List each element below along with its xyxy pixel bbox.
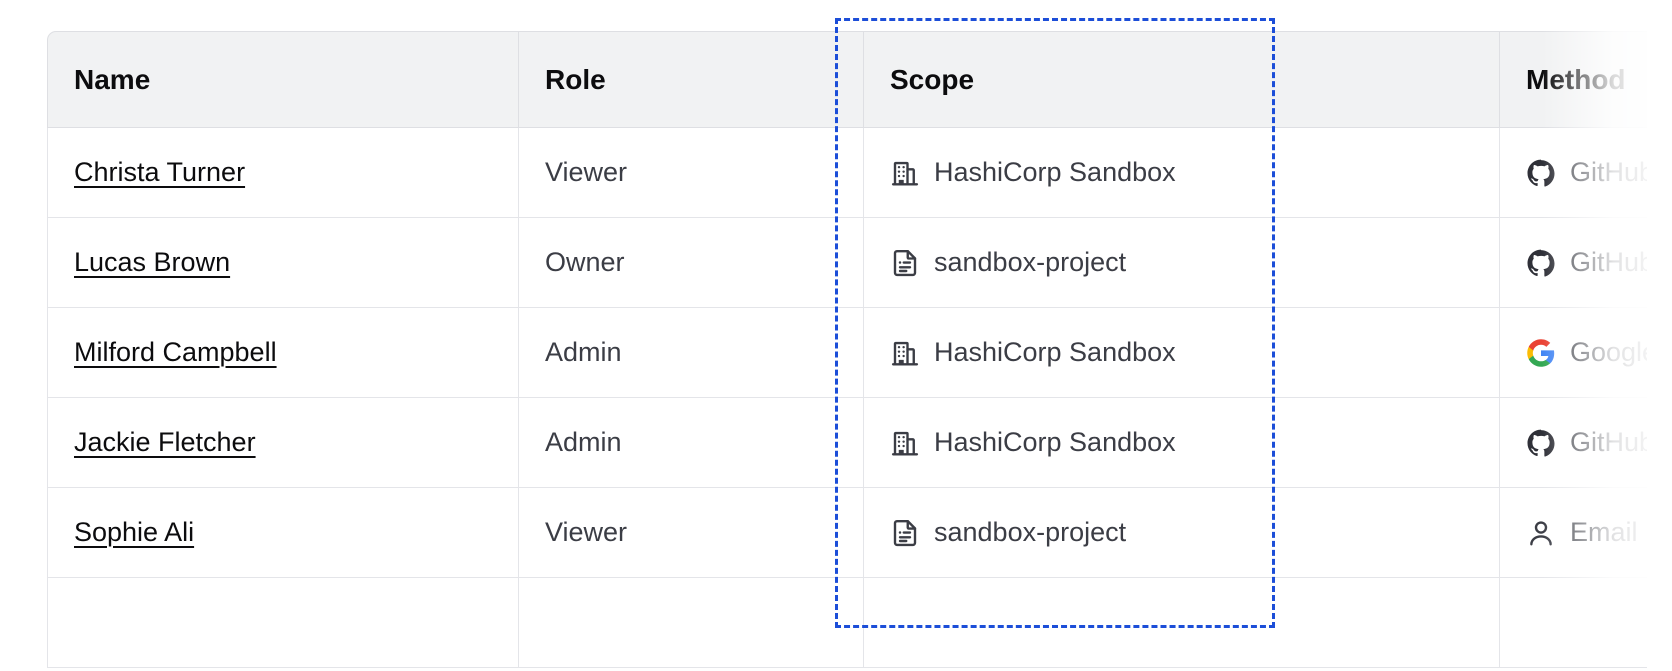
- column-header-name[interactable]: Name: [47, 31, 519, 128]
- cell-method: Email: [1500, 488, 1647, 578]
- cell-name: [47, 578, 519, 668]
- members-table: Name Role Scope Method Christa Turner Vi…: [47, 31, 1647, 668]
- member-name-link[interactable]: Milford Campbell: [74, 337, 277, 367]
- cell-name: Milford Campbell: [47, 308, 519, 398]
- member-name-link[interactable]: Sophie Ali: [74, 517, 195, 547]
- cell-method: GitHub: [1500, 128, 1647, 218]
- column-header-role[interactable]: Role: [519, 31, 864, 128]
- cell-name: Lucas Brown: [47, 218, 519, 308]
- scope-label: HashiCorp Sandbox: [934, 337, 1176, 367]
- github-icon: [1526, 428, 1556, 458]
- cell-method: [1500, 578, 1647, 668]
- cell-role: Admin: [519, 398, 864, 488]
- project-document-icon: [890, 248, 920, 278]
- table-header: Name Role Scope Method: [47, 31, 1647, 128]
- cell-role: Admin: [519, 308, 864, 398]
- google-icon: [1526, 338, 1556, 368]
- cell-role: Viewer: [519, 488, 864, 578]
- column-header-scope[interactable]: Scope: [864, 31, 1500, 128]
- cell-role: Owner: [519, 218, 864, 308]
- organization-building-icon: [890, 428, 920, 458]
- cell-scope: sandbox-project: [864, 488, 1500, 578]
- scope-label: sandbox-project: [934, 247, 1127, 277]
- cell-name: Sophie Ali: [47, 488, 519, 578]
- cell-method: Google: [1500, 308, 1647, 398]
- table-header-row: Name Role Scope Method: [47, 31, 1647, 128]
- members-table-scroll-container[interactable]: Name Role Scope Method Christa Turner Vi…: [47, 31, 1647, 671]
- github-icon: [1526, 158, 1556, 188]
- cell-scope: HashiCorp Sandbox: [864, 308, 1500, 398]
- cell-name: Jackie Fletcher: [47, 398, 519, 488]
- member-name-link[interactable]: Christa Turner: [74, 157, 246, 187]
- table-body: Christa Turner Viewer: [47, 128, 1647, 668]
- screen-root: Name Role Scope Method Christa Turner Vi…: [47, 0, 1672, 668]
- cell-method: GitHub: [1500, 398, 1647, 488]
- project-document-icon: [890, 518, 920, 548]
- cell-role: Viewer: [519, 128, 864, 218]
- user-person-icon: [1526, 518, 1556, 548]
- scope-label: HashiCorp Sandbox: [934, 427, 1176, 457]
- cell-method: GitHub: [1500, 218, 1647, 308]
- cell-scope: HashiCorp Sandbox: [864, 398, 1500, 488]
- cell-role: [519, 578, 864, 668]
- method-label: Google: [1570, 337, 1647, 367]
- cell-scope: [864, 578, 1500, 668]
- table-row: Sophie Ali Viewer: [47, 488, 1647, 578]
- cell-name: Christa Turner: [47, 128, 519, 218]
- table-row: Christa Turner Viewer: [47, 128, 1647, 218]
- member-name-link[interactable]: Jackie Fletcher: [74, 427, 256, 457]
- table-row: Jackie Fletcher Admin: [47, 398, 1647, 488]
- table-row: [47, 578, 1647, 668]
- cell-scope: HashiCorp Sandbox: [864, 128, 1500, 218]
- member-name-link[interactable]: Lucas Brown: [74, 247, 231, 277]
- github-icon: [1526, 248, 1556, 278]
- table-row: Lucas Brown Owner: [47, 218, 1647, 308]
- organization-building-icon: [890, 158, 920, 188]
- column-header-method[interactable]: Method: [1500, 31, 1647, 128]
- method-label: GitHub: [1570, 157, 1647, 187]
- organization-building-icon: [890, 338, 920, 368]
- scope-label: sandbox-project: [934, 517, 1127, 547]
- cell-scope: sandbox-project: [864, 218, 1500, 308]
- method-label: GitHub: [1570, 427, 1647, 457]
- table-row: Milford Campbell Admin: [47, 308, 1647, 398]
- scope-label: HashiCorp Sandbox: [934, 157, 1176, 187]
- method-label: GitHub: [1570, 247, 1647, 277]
- method-label: Email: [1570, 517, 1638, 547]
